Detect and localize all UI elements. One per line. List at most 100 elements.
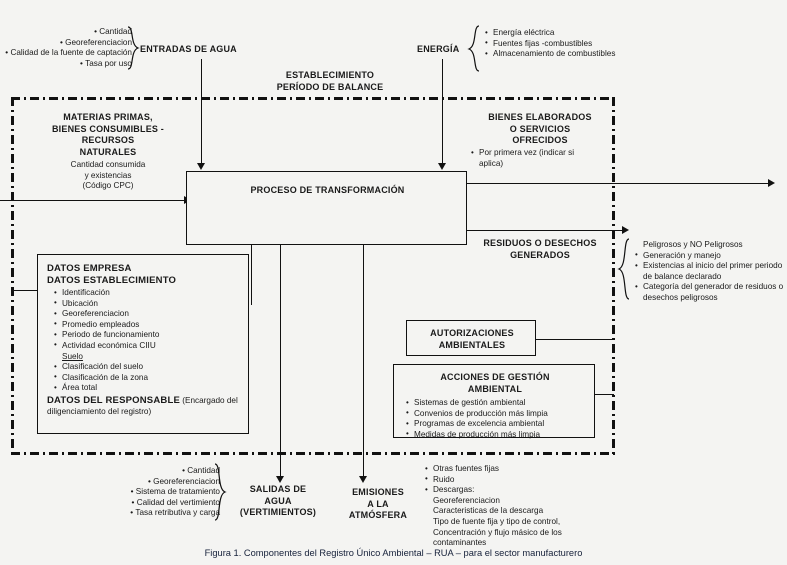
bienes-elaborados-title-2: O SERVICIOS	[509, 123, 571, 134]
arrow-goods-out-head	[768, 179, 775, 187]
salidas-agua-title-1: SALIDAS DE	[249, 484, 307, 494]
line-datos-empresa-connector	[11, 290, 39, 292]
line-autorizaciones-connector	[536, 339, 614, 341]
boundary-label-line2: PERÍODO DE BALANCE	[276, 81, 384, 92]
acciones-gestion-items: Sistemas de gestión ambiental Convenios …	[405, 398, 591, 440]
materias-primas-sub-3: (Código CPC)	[82, 181, 134, 190]
salidas-agua-item: Cantidad	[182, 466, 220, 475]
residuos-item: Generación y manejo	[634, 250, 784, 262]
brace-salidas-agua	[214, 463, 227, 521]
line-acciones-connector	[595, 394, 614, 396]
brace-residuos	[617, 238, 630, 300]
autorizaciones-title-2: AMBIENTALES	[438, 339, 506, 350]
materias-primas-sub-1: Cantidad consumida	[70, 160, 146, 169]
acciones-gestion-title-2: AMBIENTAL	[467, 383, 523, 394]
acciones-gestion-item: Programas de excelencia ambiental	[405, 419, 591, 430]
bienes-elaborados-items: Por primera vez (indicar si aplica)	[470, 147, 600, 169]
residuos-lead: Peligrosos y NO Peligrosos	[643, 240, 743, 249]
salidas-agua-items: Cantidad Georeferenciacion Sistema de tr…	[95, 466, 220, 519]
energia-title: ENERGÍA	[417, 44, 460, 54]
boundary-edge-top	[11, 97, 615, 100]
arrow-water-to-process-head	[197, 163, 205, 170]
arrow-goods-out-line	[467, 182, 773, 184]
proceso-transformacion-box: PROCESO DE TRANSFORMACIÓN	[186, 171, 467, 245]
emisiones-subitem: Tipo de fuente fija y tipo de control,	[433, 516, 561, 526]
datos-empresa-title-1: DATOS EMPRESA	[47, 263, 132, 274]
entradas-agua-item: Georeferenciacion	[60, 38, 132, 47]
arrow-air-out-line	[363, 245, 365, 478]
bienes-elaborados-title-3: OFRECIDOS	[512, 135, 568, 145]
energia-items: Energía eléctrica Fuentes fijas -combust…	[484, 28, 634, 60]
emisiones-title-2: A LA	[367, 498, 389, 509]
arrow-water-out-head	[276, 476, 284, 483]
autorizaciones-title-1: AUTORIZACIONES	[430, 328, 514, 338]
datos-empresa-item: Área total	[53, 383, 243, 394]
boundary-edge-bottom	[11, 452, 615, 455]
datos-responsable-note: (Encargado del diligenciamiento del regi…	[47, 395, 238, 416]
datos-empresa-item: Promedio empleados	[53, 319, 243, 331]
acciones-gestion-item: Convenios de producción más limpia	[405, 408, 591, 420]
emisiones-items: Otras fuentes fijas Ruido Descargas: Geo…	[424, 464, 614, 549]
entradas-agua-item: Tasa por uso	[80, 59, 132, 68]
acciones-gestion-title-1: ACCIONES DE GESTIÓN	[440, 372, 550, 382]
energia-item: Energía eléctrica	[484, 28, 634, 39]
salidas-agua-item: Calidad del vertimiento	[132, 498, 220, 507]
arrow-water-to-process-line	[201, 59, 203, 164]
entradas-agua-item: Calidad de la fuente de captación	[5, 48, 132, 57]
boundary-label-line1: ESTABLECIMIENTO	[285, 70, 375, 80]
acciones-gestion-box: ACCIONES DE GESTIÓN AMBIENTAL Sistemas d…	[393, 364, 595, 440]
residuos-item: Categoría del generador de residuos o de…	[634, 282, 784, 303]
salidas-agua-item: Tasa retributiva y carga	[130, 508, 220, 517]
emisiones-subitem: Georeferenciacion	[433, 495, 500, 505]
salidas-agua-item: Georeferenciacion	[148, 477, 220, 486]
datos-empresa-item: Periodo de funcionamiento	[53, 330, 243, 341]
energia-item: Almacenamiento de combustibles	[484, 49, 634, 60]
figure-caption: Figura 1. Componentes del Registro Único…	[204, 548, 583, 558]
emisiones-title-3: ATMÓSFERA	[348, 510, 408, 520]
acciones-gestion-item: Medidas de producción más limpia	[405, 429, 591, 441]
residuos-title-1: RESIDUOS O DESECHOS	[483, 238, 597, 248]
boundary-edge-left	[11, 97, 14, 455]
emisiones-item: Descargas:	[424, 485, 614, 496]
emisiones-item: Ruido	[424, 474, 614, 486]
line-process-down-short	[251, 245, 253, 305]
bienes-elaborados-title-1: BIENES ELABORADOS	[488, 112, 592, 122]
emisiones-item: Otras fuentes fijas	[424, 464, 614, 475]
entradas-agua-item: Cantidad	[94, 27, 132, 36]
materias-primas-title-2: BIENES CONSUMIBLES -	[51, 123, 164, 134]
salidas-agua-title-2: AGUA	[264, 495, 292, 506]
boundary-edge-right	[612, 97, 615, 455]
bienes-elaborados-item: Por primera vez (indicar si aplica)	[470, 147, 600, 169]
datos-empresa-item: Ubicación	[53, 298, 243, 310]
arrow-energy-to-process-line	[442, 59, 444, 164]
autorizaciones-box: AUTORIZACIONES AMBIENTALES	[406, 320, 536, 356]
arrow-waste-out-head	[622, 226, 629, 234]
residuos-item: Existencias al inicio del primer periodo…	[634, 261, 784, 282]
arrow-waste-out-line	[467, 229, 627, 231]
arrow-energy-to-process-head	[438, 163, 446, 170]
materias-primas-title-3: RECURSOS	[81, 135, 135, 145]
materias-primas-sub-2: y existencias	[84, 170, 132, 180]
proceso-transformacion-title: PROCESO DE TRANSFORMACIÓN	[250, 185, 405, 195]
salidas-agua-item: Sistema de tratamiento	[131, 487, 220, 496]
arrow-water-out-line	[280, 245, 282, 478]
brace-entradas-agua	[127, 26, 140, 70]
datos-responsable-title: DATOS DEL RESPONSABLE	[47, 394, 180, 406]
materias-primas-title-4: NATURALES	[79, 146, 137, 157]
datos-empresa-section-suelo: Suelo	[62, 351, 83, 361]
datos-empresa-item: Clasificación de la zona	[53, 372, 243, 384]
materias-primas-title-1: MATERIAS PRIMAS,	[63, 112, 153, 122]
datos-empresa-title-2: DATOS ESTABLECIMIENTO	[47, 275, 177, 286]
establecimiento-boundary	[11, 97, 615, 455]
salidas-agua-title-3: (VERTIMIENTOS)	[239, 507, 317, 517]
emisiones-subitem: Concentración y flujo másico de los	[433, 527, 562, 537]
residuos-title-2: GENERADOS	[510, 249, 570, 260]
datos-empresa-box: DATOS EMPRESA DATOS ESTABLECIMIENTO Iden…	[37, 254, 249, 434]
datos-empresa-item: Georeferenciacion	[53, 309, 243, 320]
emisiones-subitem: contaminantes	[433, 538, 487, 548]
arrow-materials-to-process-line	[0, 199, 190, 201]
acciones-gestion-item: Sistemas de gestión ambiental	[405, 398, 591, 409]
residuos-detail: Peligrosos y NO Peligrosos Generación y …	[634, 240, 784, 304]
emisiones-title-1: EMISIONES	[352, 487, 404, 497]
